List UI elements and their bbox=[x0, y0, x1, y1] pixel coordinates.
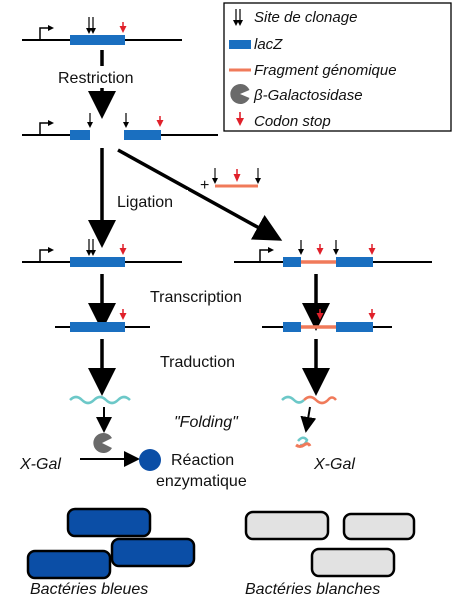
promoter-icon bbox=[39, 249, 50, 262]
legend-label-fragment: Fragment génomique bbox=[254, 62, 397, 79]
promoter-icon bbox=[39, 122, 50, 135]
cut-site-icon bbox=[87, 113, 93, 128]
polypeptide-lacz bbox=[69, 395, 131, 405]
lacz-gene bbox=[70, 35, 125, 45]
vector-recombinant bbox=[234, 240, 432, 267]
white-bacteria bbox=[244, 510, 416, 578]
cut-site-icon bbox=[123, 113, 129, 128]
plus-sign: + bbox=[200, 177, 209, 194]
bacterium-white bbox=[310, 547, 396, 578]
blue-product-icon bbox=[139, 449, 161, 471]
label-white-bacteria: Bactéries blanches bbox=[245, 581, 380, 598]
lacz-fragment-right bbox=[124, 130, 161, 140]
label-folding: "Folding" bbox=[174, 414, 239, 431]
label-blue-bacteria: Bactéries bleues bbox=[30, 581, 148, 598]
cloning-site-icon bbox=[86, 17, 96, 34]
polypeptide-truncated bbox=[281, 395, 337, 405]
arrow-ligation-right bbox=[117, 148, 283, 241]
lacz-fragment-left bbox=[70, 130, 90, 140]
substrate-left: X-Gal bbox=[19, 456, 61, 473]
legend-label-lacz: lacZ bbox=[254, 36, 283, 53]
bacterium-white bbox=[342, 512, 416, 541]
lacz-legend-icon bbox=[229, 40, 251, 49]
bacterium-blue bbox=[26, 549, 112, 580]
vector-religated bbox=[22, 239, 182, 267]
stop-codon-icon bbox=[119, 244, 127, 255]
reaction-line2: enzymatique bbox=[156, 473, 247, 490]
label-transcription: Transcription bbox=[150, 289, 242, 306]
legend-label-site: Site de clonage bbox=[254, 9, 357, 26]
stop-codon-icon bbox=[119, 22, 127, 33]
vector-cut bbox=[22, 113, 218, 140]
promoter-icon bbox=[259, 249, 270, 262]
stop-codon-icon bbox=[156, 116, 164, 127]
vector-intact bbox=[22, 17, 182, 45]
legend-label-enzyme: β-Galactosidase bbox=[253, 87, 363, 104]
reaction-line1: Réaction bbox=[171, 452, 234, 469]
bacterium-blue bbox=[110, 537, 196, 568]
label-ligation: Ligation bbox=[117, 194, 173, 211]
legend-label-stop: Codon stop bbox=[254, 113, 331, 130]
cloning-site-icon bbox=[86, 239, 96, 256]
promoter-icon bbox=[39, 27, 50, 40]
mrna-left bbox=[55, 309, 150, 332]
blue-bacteria bbox=[26, 507, 196, 580]
bacterium-white bbox=[244, 510, 330, 541]
label-restriction: Restriction bbox=[58, 70, 134, 87]
bacterium-blue bbox=[66, 507, 152, 538]
legend: Site de clonage lacZ Fragment génomique … bbox=[223, 2, 452, 132]
label-traduction: Traduction bbox=[160, 354, 235, 371]
genomic-fragment bbox=[212, 168, 261, 188]
arrow-folding-right bbox=[300, 406, 317, 433]
stop-codon-legend-icon bbox=[236, 112, 244, 126]
legend-border bbox=[223, 2, 452, 132]
mrna-right bbox=[262, 309, 392, 332]
misfolded-protein bbox=[295, 436, 312, 448]
enzyme-legend-icon bbox=[230, 84, 250, 104]
cloning-site-legend-icon bbox=[233, 9, 243, 26]
beta-galactosidase-icon bbox=[93, 433, 112, 453]
substrate-right: X-Gal bbox=[313, 456, 355, 473]
